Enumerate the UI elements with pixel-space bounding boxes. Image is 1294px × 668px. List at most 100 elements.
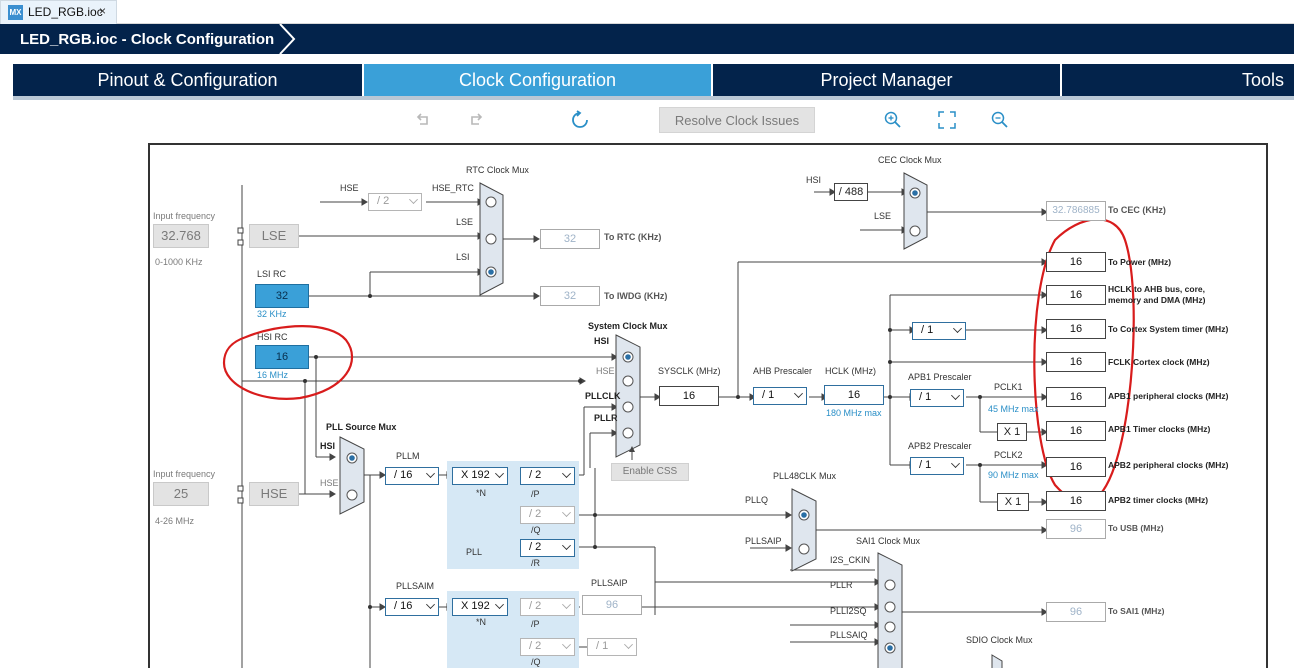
resolve-clock-issues-button[interactable]: Resolve Clock Issues	[659, 107, 815, 133]
file-tab[interactable]: MX LED_RGB.ioc ×	[0, 0, 117, 24]
rtc-in-hse-rtc: HSE_RTC	[432, 183, 474, 193]
pllsaiq-select[interactable]: / 2	[520, 638, 575, 656]
sysclk-value[interactable]: 16	[659, 386, 719, 406]
output-apb2-timer-value[interactable]: 16	[1046, 491, 1106, 511]
zoom-out-icon[interactable]	[990, 110, 1010, 130]
hse-input-frequency-field[interactable]: 25	[153, 482, 209, 506]
rtc-hse-divider-select[interactable]: / 2	[368, 193, 422, 211]
ahb-prescaler-label: AHB Prescaler	[753, 366, 813, 376]
output-fclk-value[interactable]: 16	[1046, 352, 1106, 372]
file-tab-label: LED_RGB.ioc	[28, 5, 103, 19]
pll48clk-mux-title: PLL48CLK Mux	[773, 471, 837, 481]
output-apb1-timer-value[interactable]: 16	[1046, 421, 1106, 441]
pllr-sub-label: /R	[531, 558, 540, 568]
output-apb2-peripheral-value[interactable]: 16	[1046, 457, 1106, 477]
refresh-icon[interactable]	[570, 110, 590, 130]
lsi-unit-label: 32 KHz	[257, 309, 287, 319]
apb2-prescaler-value: / 1	[919, 459, 932, 471]
lse-range-label: 0-1000 KHz	[155, 257, 203, 267]
chevron-down-icon	[953, 324, 962, 333]
pclk2-label: PCLK2	[994, 450, 1023, 460]
pll-src-in-hsi: HSI	[320, 441, 336, 451]
pllsain-select[interactable]: X 192	[452, 598, 508, 616]
rtc-in-hse: HSE	[340, 183, 359, 193]
pllsaip-select[interactable]: / 2	[520, 598, 575, 616]
pllm-label: PLLM	[396, 451, 420, 461]
pllsai-div-select[interactable]: / 1	[587, 638, 637, 656]
editor-tab-strip: MX LED_RGB.ioc ×	[0, 0, 1294, 24]
output-apb1-peripheral-value[interactable]: 16	[1046, 387, 1106, 407]
lsi-label: LSI RC	[257, 269, 287, 279]
close-icon[interactable]: ×	[99, 4, 107, 18]
rtc-frequency-value: 32	[540, 229, 600, 249]
sai1-in-pllr: PLLR	[830, 580, 853, 590]
pllsaim-value: / 16	[394, 600, 413, 612]
ahb-prescaler-select[interactable]: / 1	[753, 387, 807, 405]
tab-underline	[13, 96, 1294, 100]
pllm-select[interactable]: / 16	[385, 467, 439, 485]
fit-icon[interactable]	[937, 110, 957, 130]
output-hclk-label-2: memory and DMA (MHz)	[1108, 295, 1206, 305]
system-clock-mux-title: System Clock Mux	[588, 321, 668, 331]
pll48-in-pllsaip: PLLSAIP	[745, 536, 782, 546]
hse-oscillator: HSE	[249, 482, 299, 506]
apb1-prescaler-select[interactable]: / 1	[910, 389, 964, 407]
output-power-label: To Power (MHz)	[1108, 257, 1172, 267]
lse-input-frequency-field[interactable]: 32.768	[153, 224, 209, 248]
tab-tools[interactable]: Tools	[1242, 70, 1285, 90]
tab-project-manager[interactable]: Project Manager	[713, 64, 1062, 96]
redo-icon[interactable]	[466, 110, 486, 130]
pll48-in-pllq: PLLQ	[745, 495, 769, 505]
output-cortex-timer-value[interactable]: 16	[1046, 319, 1106, 339]
sdio-clock-mux	[991, 654, 1003, 668]
pll-source-mux-title: PLL Source Mux	[326, 422, 397, 432]
pll48clk-mux	[791, 488, 817, 572]
sdio-mux-title: SDIO Clock Mux	[966, 635, 1033, 645]
hclk-value[interactable]: 16	[824, 385, 884, 405]
undo-icon[interactable]	[413, 110, 433, 130]
output-apb1-peripheral-label: APB1 peripheral clocks (MHz)	[1108, 391, 1229, 401]
apb2-prescaler-select[interactable]: / 1	[910, 457, 964, 475]
chevron-down-icon	[562, 600, 571, 609]
output-power-value[interactable]: 16	[1046, 252, 1106, 272]
apb2-timer-multiplier: X 1	[997, 493, 1029, 511]
pllsaip-label: PLLSAIP	[591, 578, 628, 588]
hsi-label: HSI RC	[257, 332, 288, 342]
enable-css-button[interactable]: Enable CSS	[611, 463, 689, 481]
pclk1-label: PCLK1	[994, 382, 1023, 392]
cec-clock-mux	[903, 172, 928, 250]
usb-frequency-label: To USB (MHz)	[1108, 523, 1164, 533]
pllq-value: / 2	[529, 508, 542, 520]
lse-input-frequency-label: Input frequency	[153, 211, 216, 221]
pllsaip-sub-label: /P	[531, 619, 540, 629]
lse-oscillator: LSE	[249, 224, 299, 248]
output-apb2-timer-label: APB2 timer clocks (MHz)	[1108, 495, 1209, 505]
clock-tree-wiring	[222, 172, 1135, 668]
sysclk-in-pllclk: PLLCLK	[585, 391, 621, 401]
pllsain-sub-label: *N	[476, 617, 487, 627]
pllq-select[interactable]: / 2	[520, 506, 575, 524]
usb-frequency-value: 96	[1046, 519, 1106, 539]
breadcrumb-bar: LED_RGB.ioc - Clock Configuration	[0, 24, 1294, 54]
chevron-down-icon	[562, 541, 571, 550]
pllsaiq-sub-label: /Q	[531, 657, 541, 667]
pllsaim-select[interactable]: / 16	[385, 598, 439, 616]
chevron-down-icon	[562, 508, 571, 517]
pllr-select[interactable]: / 2	[520, 539, 575, 557]
plln-value: X 192	[461, 469, 490, 481]
tab-pinout-configuration[interactable]: Pinout & Configuration	[13, 64, 364, 96]
chevron-down-icon	[794, 389, 803, 398]
apb1-prescaler-value: / 1	[919, 391, 932, 403]
chevron-down-icon	[951, 391, 960, 400]
pllsai-div-value: / 1	[596, 640, 609, 652]
plln-select[interactable]: X 192	[452, 467, 508, 485]
cortex-timer-divider-select[interactable]: / 1	[912, 322, 966, 340]
pll-src-in-hse: HSE	[320, 478, 339, 488]
tab-clock-configuration[interactable]: Clock Configuration	[364, 64, 713, 96]
pllsaiq-value: / 2	[529, 640, 542, 652]
output-hclk-value[interactable]: 16	[1046, 285, 1106, 305]
pll-label: PLL	[466, 547, 483, 557]
zoom-in-icon[interactable]	[883, 110, 903, 130]
hse-input-frequency-label: Input frequency	[153, 469, 216, 479]
pllp-select[interactable]: / 2	[520, 467, 575, 485]
